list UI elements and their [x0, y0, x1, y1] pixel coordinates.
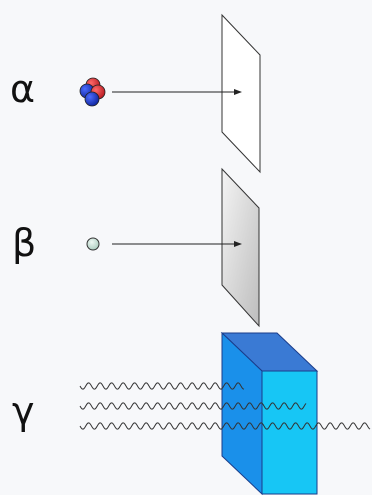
helium-nucleus-icon: [79, 77, 106, 107]
electron-icon: [86, 237, 100, 251]
beta-label: β: [12, 221, 37, 265]
gamma-label: γ: [12, 389, 35, 433]
aluminium-sheet: [221, 167, 260, 328]
lead-block-side: [261, 370, 318, 495]
gamma-wave-1: [79, 382, 245, 390]
gamma-wave-3: [79, 422, 371, 430]
gamma-waves: [79, 382, 371, 430]
gamma-wave-2: [79, 402, 307, 410]
alpha-label: α: [10, 67, 36, 111]
paper-sheet: [221, 13, 261, 174]
